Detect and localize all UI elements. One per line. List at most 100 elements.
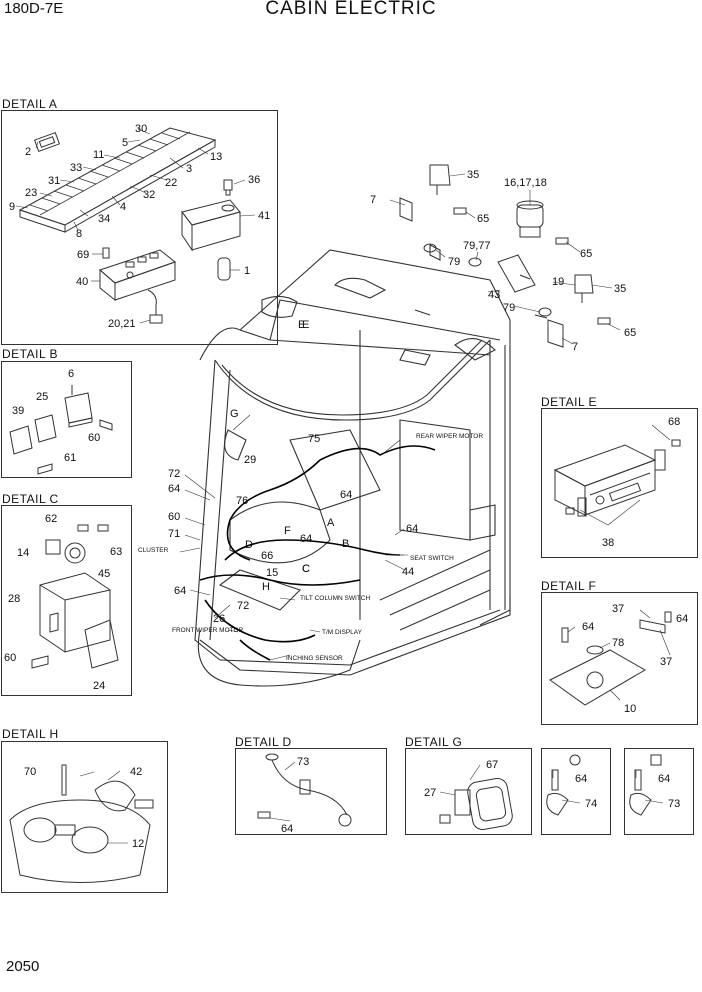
wire-label-front-wiper: FRONT WIPER MOTOR <box>172 627 244 634</box>
callout: 36 <box>248 174 260 186</box>
callout: 60 <box>88 432 100 444</box>
callout: 9 <box>9 201 15 213</box>
detail-h-label: DETAIL H <box>2 727 59 741</box>
callout: 7 <box>572 341 578 353</box>
callouts-detail-c: 62 14 63 45 28 60 24 <box>4 513 122 692</box>
callout: 22 <box>165 177 177 189</box>
callout: 16,17,18 <box>504 177 547 189</box>
buzzer-45 <box>64 542 86 564</box>
callout: B <box>342 538 349 550</box>
relay-25 <box>34 414 57 443</box>
callout: 65 <box>580 248 592 260</box>
callout: 60 <box>168 511 180 523</box>
callouts-detail-a: 2 30 5 11 33 31 23 9 34 8 3 13 22 32 4 3… <box>9 123 270 330</box>
callout: 29 <box>244 454 256 466</box>
callout: 15 <box>266 567 278 579</box>
plate-10 <box>549 649 646 706</box>
clamp-74 <box>546 769 569 816</box>
callout: 30 <box>135 123 147 135</box>
callout: 68 <box>668 416 680 428</box>
callout: 64 <box>281 823 293 835</box>
wire-harness-42 <box>94 780 136 812</box>
cluster-12 <box>9 799 151 883</box>
relay-6 <box>64 385 93 428</box>
callout: 69 <box>77 249 89 261</box>
callout: 64 <box>582 621 594 633</box>
beacon-16-17-18 <box>516 200 544 238</box>
clamp-73 <box>629 769 652 816</box>
callout: 38 <box>602 537 614 549</box>
model-code: 180D-7E <box>4 0 64 17</box>
callout: C <box>302 563 310 575</box>
callout: 28 <box>8 593 20 605</box>
wire-label-inching: INCHING SENSOR <box>286 655 343 662</box>
grommet-78 <box>586 645 604 655</box>
small-box-2 <box>624 748 694 835</box>
callout: 73 <box>668 798 680 810</box>
callout: C <box>302 563 310 575</box>
callout: 71 <box>168 528 180 540</box>
bolt-60 <box>99 419 113 431</box>
callout: 5 <box>122 137 128 149</box>
callout: 64 <box>658 773 670 785</box>
callout: 78 <box>612 637 624 649</box>
callout: 79 <box>448 256 460 268</box>
callout: A <box>327 517 335 529</box>
callout: 66 <box>261 550 273 562</box>
callout: 23 <box>25 187 37 199</box>
callout: 64 <box>300 533 312 545</box>
bracket-43 <box>497 254 536 293</box>
callout: 33 <box>70 162 82 174</box>
callout: 61 <box>64 452 76 464</box>
page-title: CABIN ELECTRIC <box>265 0 437 19</box>
callout: 25 <box>36 391 48 403</box>
wire-harness-main <box>199 445 436 661</box>
callout: 26 <box>213 613 225 625</box>
switch-14 <box>45 539 61 555</box>
callout: 72 <box>237 600 249 612</box>
detail-b-box <box>1 361 132 478</box>
detail-g-label: DETAIL G <box>405 735 463 749</box>
symbol-circle <box>569 754 581 766</box>
callout: 6 <box>68 368 74 380</box>
detail-h-box <box>1 741 168 893</box>
callout: 41 <box>258 210 270 222</box>
detail-c-label: DETAIL C <box>2 492 59 506</box>
callout: 42 <box>130 766 142 778</box>
callout: 4 <box>120 201 126 213</box>
callout: 40 <box>76 276 88 288</box>
callout: H <box>262 581 270 593</box>
detail-e-label: DETAIL E <box>541 395 598 409</box>
callout: 12 <box>132 838 144 850</box>
callout: 63 <box>110 546 122 558</box>
switch-1 <box>217 257 231 281</box>
horn-35-right <box>574 274 594 303</box>
wire-label-rear-wiper: REAR WIPER MOTOR <box>416 433 483 440</box>
callout: 37 <box>612 603 624 615</box>
callout: E <box>298 319 305 331</box>
wire-label-tm-display: T/M DISPLAY <box>322 629 363 636</box>
callouts-detail-g: 67 27 <box>424 759 498 799</box>
callout: 64 <box>174 585 186 597</box>
callout: 2 <box>25 146 31 158</box>
callout: 31 <box>48 175 60 187</box>
controller-28 <box>39 572 111 653</box>
switch-cover <box>181 199 241 252</box>
callout: 35 <box>467 169 479 181</box>
relay-39 <box>9 425 33 455</box>
callout: 65 <box>624 327 636 339</box>
callout: 10 <box>624 703 636 715</box>
detail-d-label: DETAIL D <box>235 735 292 749</box>
callout: 72 <box>168 468 180 480</box>
callout: 62 <box>45 513 57 525</box>
callouts-small-boxes: 64 74 64 73 <box>575 773 680 810</box>
detail-b-label: DETAIL B <box>2 347 59 361</box>
callout: 64 <box>340 489 352 501</box>
page-number: 2050 <box>6 958 40 975</box>
callout: 11 <box>93 149 104 161</box>
callouts-detail-h: 70 42 12 <box>24 766 144 850</box>
callout: 7 <box>370 194 376 206</box>
switch-box-40 <box>99 249 177 302</box>
callouts-detail-f: 37 64 64 78 37 10 <box>582 603 688 715</box>
cabin-frame <box>194 244 548 687</box>
